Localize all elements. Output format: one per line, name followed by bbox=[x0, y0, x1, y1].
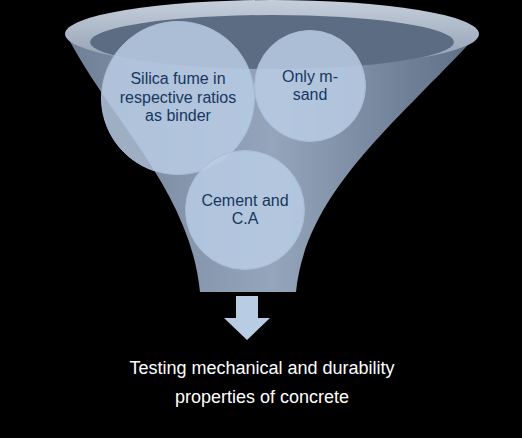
node-text: Only m-sand bbox=[271, 68, 349, 105]
node-text-block: Cement and C.A bbox=[198, 192, 292, 229]
node-text-block: Only m-sand bbox=[271, 68, 349, 105]
node-text: Silica fume in respective ratios as bind… bbox=[118, 70, 238, 125]
circle-node: Only m-sand bbox=[254, 30, 366, 142]
circle-shape bbox=[255, 31, 366, 142]
node-text: Cement and C.A bbox=[198, 192, 292, 229]
node-text-block: Silica fume in respective ratios as bind… bbox=[118, 70, 238, 125]
result-caption: Testing mechanical and durability proper… bbox=[97, 354, 427, 412]
circle-shape bbox=[186, 151, 305, 270]
circle-node: Cement and C.A bbox=[185, 150, 305, 270]
down-arrow bbox=[224, 296, 270, 340]
